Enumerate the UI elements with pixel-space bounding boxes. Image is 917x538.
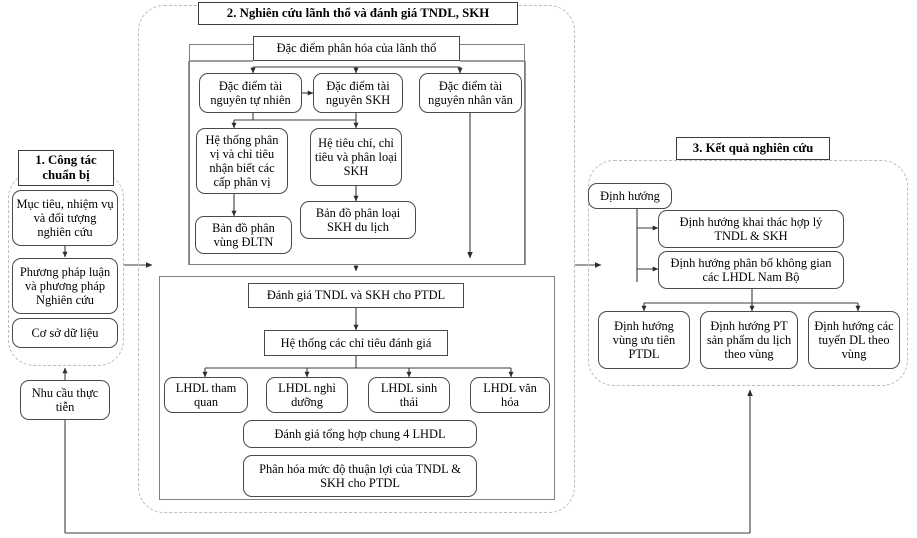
node-goal-objective[interactable]: Mục tiêu, nhiệm vụ và đối tượng nghiên c… xyxy=(12,190,118,246)
section-2-title: 2. Nghiên cứu lãnh thổ và đánh giá TNDL,… xyxy=(198,2,518,25)
node-orientation-priority-region[interactable]: Định hướng vùng ưu tiên PTDL xyxy=(598,311,690,369)
section-3-zone xyxy=(588,160,908,386)
node-human-resource-features[interactable]: Đặc điểm tài nguyên nhân văn xyxy=(419,73,522,113)
node-map-dltn[interactable]: Bản đồ phân vùng ĐLTN xyxy=(195,216,292,254)
node-lhdl-cultural[interactable]: LHDL văn hóa xyxy=(470,377,550,413)
node-overall-evaluation[interactable]: Đánh giá tổng hợp chung 4 LHDL xyxy=(243,420,477,448)
node-methodology[interactable]: Phương pháp luận và phương pháp Nghiên c… xyxy=(12,258,118,314)
section-1-title-line2: chuẩn bị xyxy=(42,168,90,182)
node-evaluate-tndl-skh[interactable]: Đánh giá TNDL và SKH cho PTDL xyxy=(248,283,464,308)
section-3-title: 3. Kết quả nghiên cứu xyxy=(676,137,830,160)
node-practical-demand[interactable]: Nhu cầu thực tiễn xyxy=(20,380,110,420)
node-territory-differentiation[interactable]: Đặc điểm phân hóa của lãnh thổ xyxy=(253,36,460,61)
node-natural-resource-features[interactable]: Đặc điểm tài nguyên tự nhiên xyxy=(199,73,302,113)
node-criteria-system[interactable]: Hệ thống các chỉ tiêu đánh giá xyxy=(264,330,448,356)
node-skh-resource-features[interactable]: Đặc điểm tài nguyên SKH xyxy=(313,73,403,113)
node-skh-criteria[interactable]: Hệ tiêu chí, chỉ tiêu và phân loại SKH xyxy=(310,128,402,186)
node-unit-system[interactable]: Hệ thống phân vị và chỉ tiêu nhận biết c… xyxy=(196,128,288,194)
node-orientation-spatial-distribution[interactable]: Định hướng phân bố không gian các LHDL N… xyxy=(658,251,844,289)
node-favorability-differentiation[interactable]: Phân hóa mức độ thuận lợi của TNDL & SKH… xyxy=(243,455,477,497)
node-lhdl-sightseeing[interactable]: LHDL tham quan xyxy=(164,377,248,413)
node-orientation-rational-use[interactable]: Định hướng khai thác hợp lý TNDL & SKH xyxy=(658,210,844,248)
node-map-skh-tourism[interactable]: Bản đồ phân loại SKH du lịch xyxy=(300,201,416,239)
node-database[interactable]: Cơ sở dữ liệu xyxy=(12,318,118,348)
section2-lower-frame xyxy=(159,276,555,500)
node-orientation-tourism-route[interactable]: Định hướng các tuyến DL theo vùng xyxy=(808,311,900,369)
section-1-title: 1. Công tác chuẩn bị xyxy=(18,150,114,186)
section-1-title-line1: 1. Công tác xyxy=(35,153,97,168)
node-lhdl-ecological[interactable]: LHDL sinh thái xyxy=(368,377,450,413)
node-orientation[interactable]: Định hướng xyxy=(588,183,672,209)
node-orientation-tourism-product[interactable]: Định hướng PT sản phẩm du lịch theo vùng xyxy=(700,311,798,369)
node-lhdl-resort[interactable]: LHDL nghỉ dưỡng xyxy=(266,377,348,413)
